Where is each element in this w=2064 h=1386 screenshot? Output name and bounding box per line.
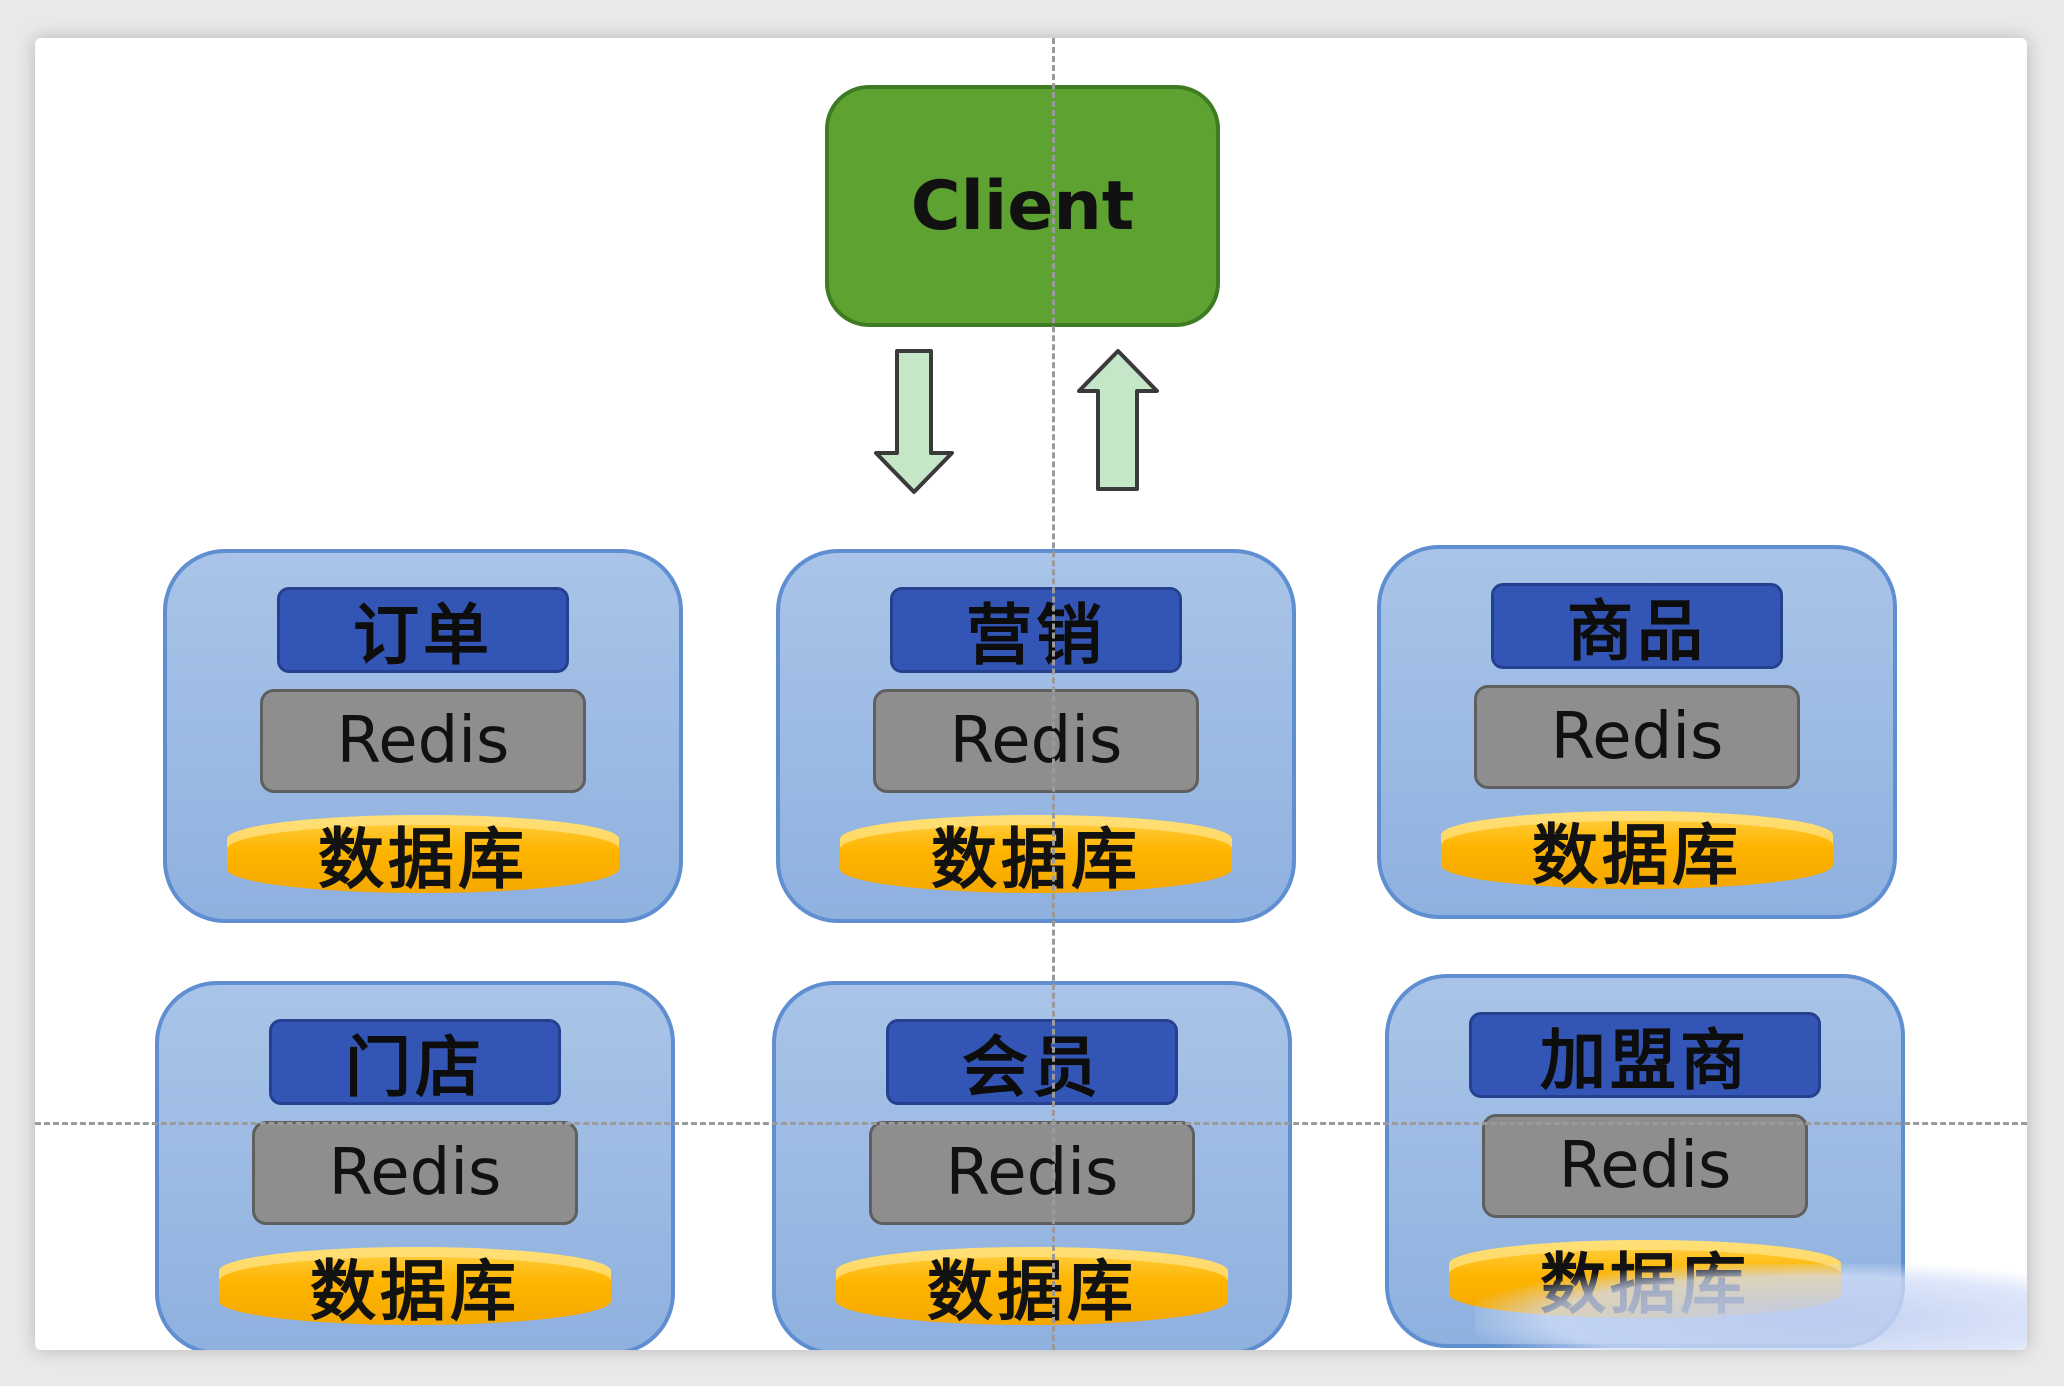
service-product: 商品 Redis 数据库 <box>1377 545 1897 919</box>
redis-cache: Redis <box>252 1121 578 1225</box>
service-marketing: 营销 Redis 数据库 <box>776 549 1296 923</box>
diagram-canvas: Client 订单 Redis 数据库 营销 Redis 数据库 商品 Redi… <box>35 38 2027 1350</box>
service-member: 会员 Redis 数据库 <box>772 981 1292 1350</box>
redis-cache: Redis <box>1482 1114 1808 1218</box>
service-name: 营销 <box>890 587 1182 674</box>
database-cylinder: 数据库 <box>836 1247 1228 1330</box>
service-name: 会员 <box>886 1019 1178 1106</box>
client-label: Client <box>910 166 1135 246</box>
database-cylinder: 数据库 <box>219 1247 611 1330</box>
response-up-arrow <box>1077 349 1159 491</box>
watermark-smudge <box>1475 1264 2027 1350</box>
database-cylinder: 数据库 <box>1441 811 1833 894</box>
request-down-arrow <box>874 349 954 494</box>
redis-cache: Redis <box>1474 685 1800 789</box>
service-name: 门店 <box>269 1019 561 1106</box>
service-name: 商品 <box>1491 583 1783 670</box>
horizontal-guide-line <box>35 1122 2027 1125</box>
redis-cache: Redis <box>873 689 1199 793</box>
client-node: Client <box>825 85 1220 327</box>
redis-cache: Redis <box>869 1121 1195 1225</box>
service-order: 订单 Redis 数据库 <box>163 549 683 923</box>
database-cylinder: 数据库 <box>840 815 1232 898</box>
vertical-guide-line <box>1052 38 1055 1350</box>
service-store: 门店 Redis 数据库 <box>155 981 675 1350</box>
service-franchisee: 加盟商 Redis 数据库 <box>1385 974 1905 1348</box>
service-name: 订单 <box>277 587 569 674</box>
service-name: 加盟商 <box>1469 1012 1821 1099</box>
redis-cache: Redis <box>260 689 586 793</box>
database-cylinder: 数据库 <box>227 815 619 898</box>
